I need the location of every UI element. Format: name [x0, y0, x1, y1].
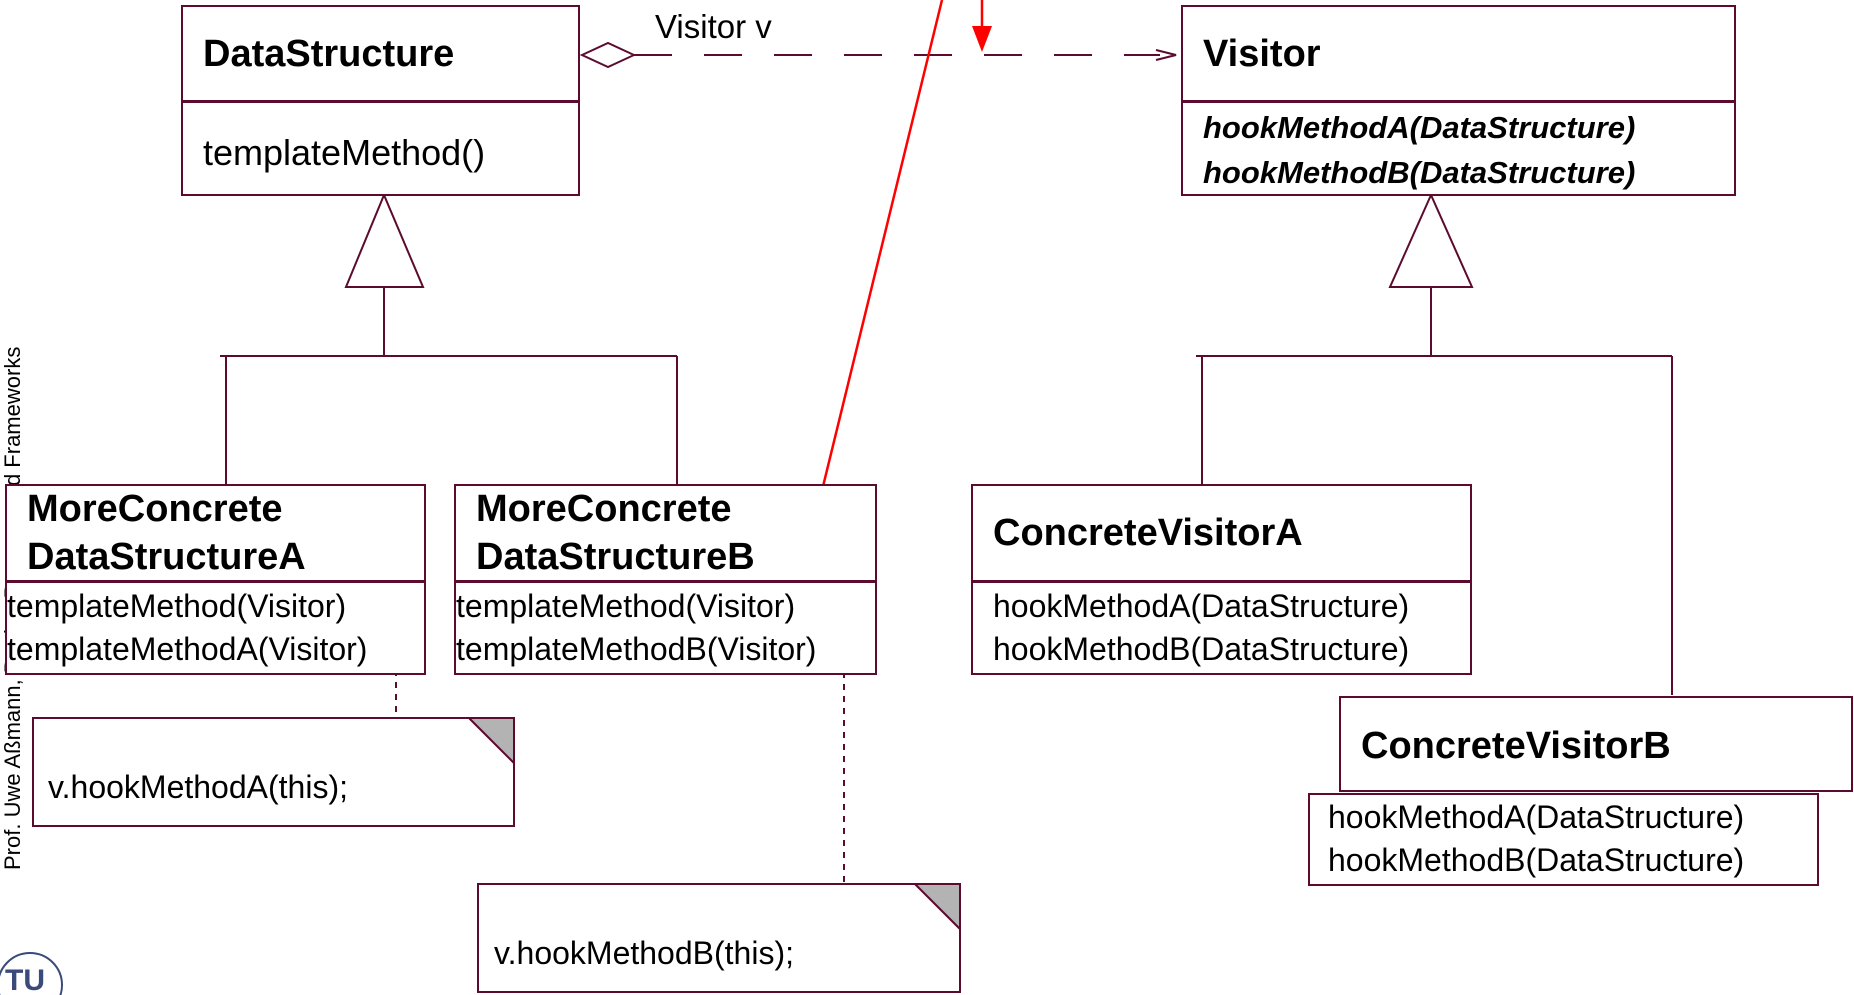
method-template-b: templateMethodB(Visitor) [456, 631, 817, 667]
class-concrete-visitor-b[interactable]: ConcreteVisitorB [1339, 696, 1853, 792]
method-hook-a: hookMethodA(DataStructure) [1203, 110, 1636, 145]
highlight-arrow-diagonal [803, 0, 944, 561]
aggregation-arrowhead [1155, 49, 1177, 61]
method-template: templateMethod(Visitor) [456, 588, 796, 624]
class-more-concrete-a[interactable]: MoreConcrete DataStructureA templateMeth… [5, 484, 426, 675]
class-visitor[interactable]: Visitor hookMethodA(DataStructure) hookM… [1181, 5, 1736, 196]
class-datastructure[interactable]: DataStructure templateMethod() [181, 5, 580, 196]
class-name-line1: MoreConcrete [27, 488, 283, 530]
note-b-text: v.hookMethodB(this); [494, 935, 794, 971]
note-a-text: v.hookMethodA(this); [48, 769, 348, 805]
method-hook-a: hookMethodA(DataStructure) [993, 588, 1410, 624]
generalization-triangle-right [1388, 192, 1474, 288]
class-more-concrete-b[interactable]: MoreConcrete DataStructureB templateMeth… [454, 484, 877, 675]
class-name: ConcreteVisitorB [1361, 725, 1671, 767]
method-template: templateMethod() [203, 132, 486, 173]
method-template-a: templateMethodA(Visitor) [7, 631, 368, 667]
method-hook-b: hookMethodB(DataStructure) [1328, 842, 1745, 878]
method-hook-b: hookMethodB(DataStructure) [1203, 155, 1636, 190]
tu-logo-icon: TU [0, 952, 63, 995]
class-name-line2: DataStructureA [27, 536, 306, 578]
class-name: DataStructure [203, 33, 455, 75]
aggregation-diamond [579, 41, 637, 69]
class-name-line2: DataStructureB [476, 536, 755, 578]
method-hook-b: hookMethodB(DataStructure) [993, 631, 1410, 667]
association-label: Visitor v [655, 8, 772, 45]
method-template: templateMethod(Visitor) [7, 588, 347, 624]
highlight-arrowhead-vertical [972, 26, 992, 52]
class-concrete-visitor-a[interactable]: ConcreteVisitorA hookMethodA(DataStructu… [971, 484, 1472, 675]
class-name: Visitor [1203, 33, 1321, 75]
method-hook-a: hookMethodA(DataStructure) [1328, 799, 1745, 835]
concrete-visitor-b-methods: hookMethodA(DataStructure) hookMethodB(D… [1308, 793, 1819, 886]
svg-text:TU: TU [5, 964, 45, 995]
generalization-triangle-left [344, 192, 425, 288]
class-name: ConcreteVisitorA [993, 512, 1303, 554]
class-name-line1: MoreConcrete [476, 488, 732, 530]
